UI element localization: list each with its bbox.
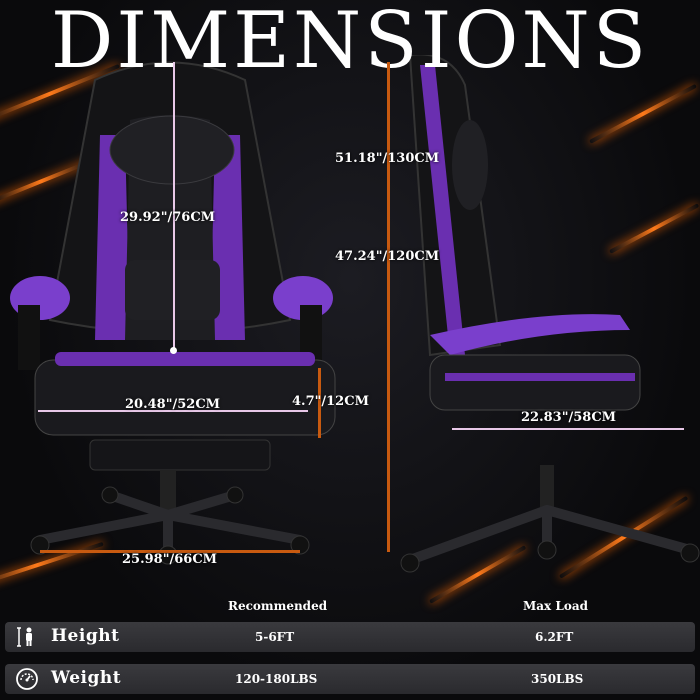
height-max: 6.2FT	[535, 630, 574, 644]
min-height-label: 47.24"/120CM	[335, 249, 440, 264]
height-row: Height 5-6FT 6.2FT	[5, 622, 695, 652]
max-height-line	[387, 62, 390, 552]
backrest-height-line	[173, 62, 175, 350]
weight-max: 350LBS	[531, 672, 584, 686]
seat-width-label: 20.48"/52CM	[125, 397, 221, 412]
height-recommended: 5-6FT	[255, 630, 295, 644]
seat-depth-label: 22.83"/58CM	[521, 410, 617, 425]
weight-gauge-icon	[16, 668, 38, 690]
weight-label: Weight	[51, 668, 122, 688]
seat-thickness-line	[318, 368, 321, 438]
max-load-header: Max Load	[523, 599, 588, 613]
measure-endpoint	[170, 347, 177, 354]
base-width-line	[40, 550, 300, 553]
weight-recommended: 120-180LBS	[235, 672, 318, 686]
recommended-header: Recommended	[228, 599, 328, 613]
page-title: DIMENSIONS	[50, 0, 650, 86]
weight-row: Weight 120-180LBS 350LBS	[5, 664, 695, 694]
max-height-label: 51.18"/130CM	[335, 151, 440, 166]
seat-depth-line	[452, 428, 684, 430]
seat-thickness-label: 4.7"/12CM	[292, 394, 369, 409]
base-width-label: 25.98"/66CM	[122, 552, 218, 567]
side-chair-image	[400, 55, 700, 573]
seat-width-line	[38, 410, 308, 412]
front-chair-image	[10, 61, 336, 565]
backrest-height-label: 29.92"/76CM	[120, 210, 216, 225]
person-height-icon	[17, 627, 32, 647]
height-label: Height	[51, 626, 120, 646]
